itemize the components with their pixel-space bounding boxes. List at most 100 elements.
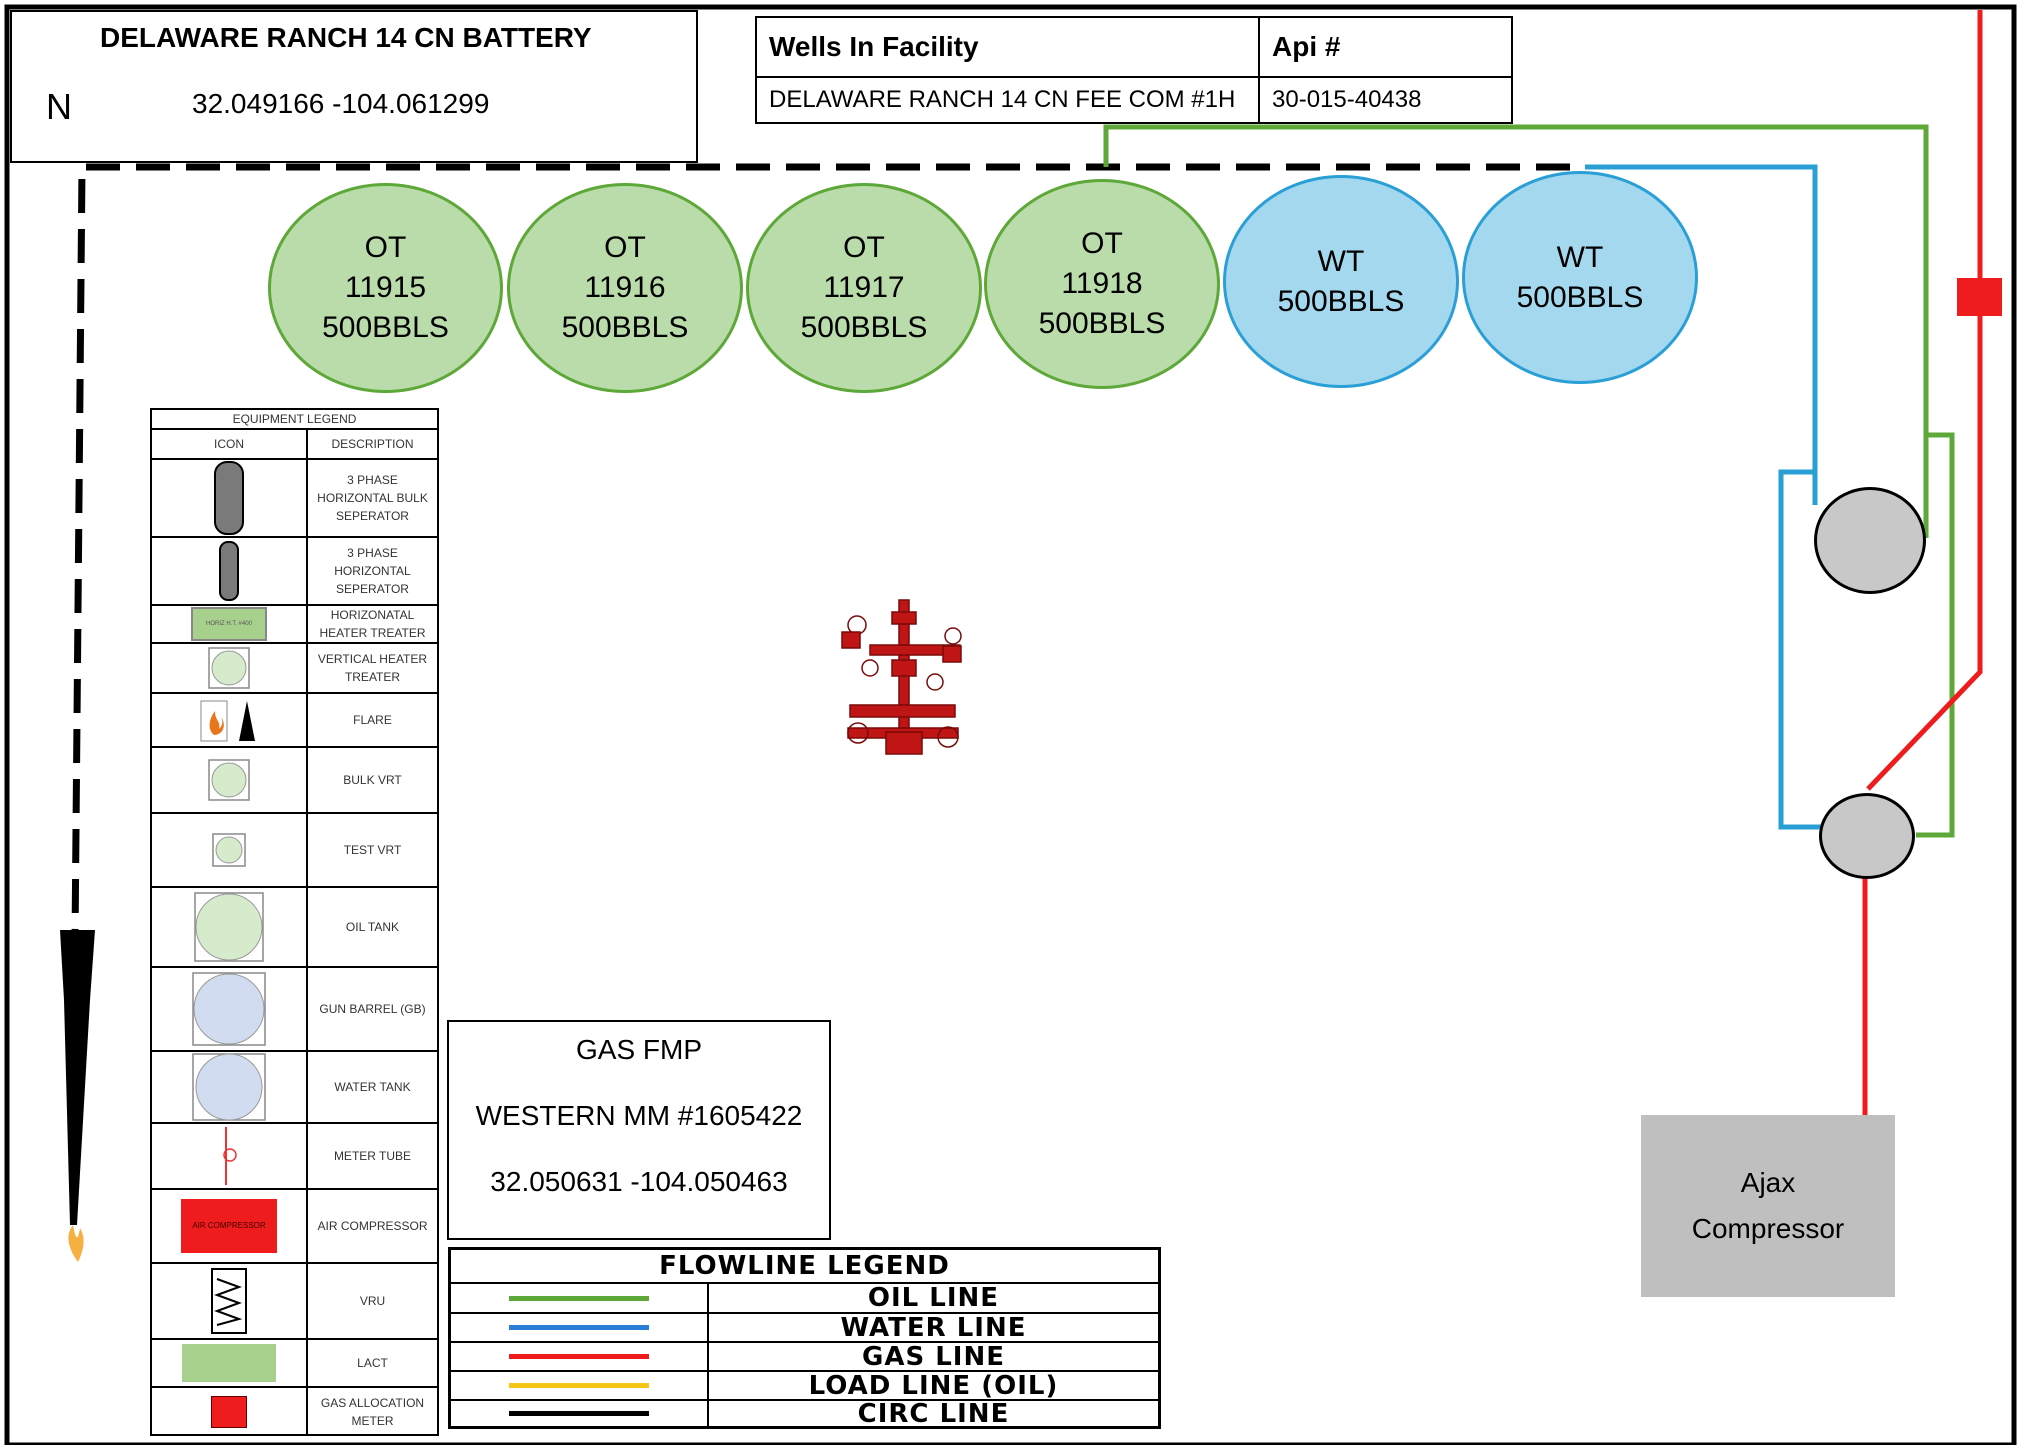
legend-row: VERTICAL HEATER TREATER	[152, 642, 437, 692]
heater-treater-icon-text: HORIZ H.T. #400	[191, 607, 267, 641]
circ-line-swatch	[451, 1401, 709, 1426]
page-border	[4, 4, 2017, 1445]
oil-line-to-separator	[1103, 124, 1929, 538]
gas-allocation-meter	[1957, 278, 2002, 316]
legend-row: 3 PHASE HORIZONTAL SEPERATOR	[152, 536, 437, 604]
equipment-legend: EQUIPMENT LEGEND ICON DESCRIPTION 3 PHAS…	[150, 408, 439, 1436]
separator	[1814, 487, 1926, 594]
facility-coordinates: 32.049166 -104.061299	[192, 88, 490, 119]
meter-tube-icon	[152, 1124, 308, 1188]
tank-capacity: 500BBLS	[1516, 280, 1644, 314]
three-phase-bulk-separator-icon	[152, 460, 308, 536]
water-tank-icon	[152, 1052, 308, 1122]
flowline-label: GAS LINE	[861, 1341, 1005, 1372]
wells-table: Wells In Facility Api # DELAWARE RANCH 1…	[755, 16, 1513, 124]
flowline-legend-row: OIL LINE	[451, 1282, 1158, 1313]
tank-type: WT	[1317, 244, 1365, 278]
legend-row: FLARE	[152, 692, 437, 746]
legend-row: 3 PHASE HORIZONTAL BULK SEPERATOR	[152, 458, 437, 536]
flare-flame-icon	[68, 1225, 84, 1262]
tank-capacity: 500BBLS	[1277, 284, 1405, 318]
legend-row: TEST VRT	[152, 812, 437, 886]
water-tank: WT 500BBLS	[1462, 171, 1698, 384]
water-tank: WT 500BBLS	[1223, 175, 1459, 388]
tank-type: OT	[843, 231, 885, 264]
equipment-legend-header: ICON DESCRIPTION	[152, 428, 437, 458]
oil-tank-icon	[152, 888, 308, 966]
air-compressor-icon: AIR COMPRESSOR	[152, 1190, 308, 1262]
air-compressor-icon-text: AIR COMPRESSOR	[181, 1199, 277, 1253]
water-line-to-separator	[1585, 164, 1818, 505]
legend-row: OIL TANK	[152, 886, 437, 966]
compressor-label-line1: Ajax	[1740, 1167, 1796, 1198]
flowline-legend-row: CIRC LINE	[451, 1398, 1158, 1429]
legend-desc: VRU	[359, 1294, 386, 1308]
tank-capacity: 500BBLS	[561, 311, 689, 344]
gun-barrel-icon	[152, 968, 308, 1050]
legend-row: BULK VRT	[152, 746, 437, 812]
legend-row: WATER TANK	[152, 1050, 437, 1122]
oil-tank: OT 11917 500BBLS	[746, 183, 982, 393]
legend-desc: AIR COMPRESSOR	[317, 1219, 428, 1233]
vertical-heater-treater-icon	[152, 644, 308, 692]
legend-col-desc: DESCRIPTION	[331, 437, 414, 451]
flowline-label: CIRC LINE	[857, 1398, 1010, 1429]
flowline-label: WATER LINE	[840, 1312, 1027, 1343]
lact-icon	[152, 1340, 308, 1386]
oil-line-swatch	[451, 1284, 709, 1312]
legend-desc: TEST VRT	[343, 843, 402, 857]
legend-desc: LACT	[357, 1356, 388, 1370]
wells-header-well: Wells In Facility	[757, 18, 1260, 78]
legend-col-icon: ICON	[152, 430, 308, 458]
legend-row: VRU	[152, 1262, 437, 1338]
north-label: N	[46, 86, 72, 127]
well-api: 30-015-40438	[1272, 86, 1422, 113]
well-name: DELAWARE RANCH 14 CN FEE COM #1H	[757, 78, 1260, 122]
oil-tank: OT 11916 500BBLS	[507, 183, 743, 393]
oil-tank: OT 11915 500BBLS	[268, 183, 503, 393]
tank-type: OT	[604, 231, 646, 264]
gas-line-swatch	[451, 1343, 709, 1370]
tank-number: 11915	[344, 271, 427, 304]
facility-name: DELAWARE RANCH 14 CN BATTERY	[100, 22, 592, 53]
legend-row: LACT	[152, 1338, 437, 1386]
flowline-legend-row: GAS LINE	[451, 1341, 1158, 1372]
tank-number: 11916	[584, 271, 666, 304]
gas-fmp-title: GAS FMP	[575, 1034, 702, 1065]
legend-desc: METER TUBE	[333, 1149, 412, 1163]
legend-row: AIR COMPRESSOR AIR COMPRESSOR	[152, 1188, 437, 1262]
tank-type: WT	[1556, 240, 1604, 274]
gas-allocation-meter-icon	[152, 1388, 308, 1436]
tank-capacity: 500BBLS	[800, 311, 928, 344]
tank-capacity: 500BBLS	[1038, 307, 1166, 340]
gas-line-sales	[1866, 10, 1983, 791]
legend-desc: OIL TANK	[345, 920, 400, 934]
wellhead-icon	[841, 599, 962, 755]
legend-row: HORIZ H.T. #400 HORIZONATAL HEATER TREAT…	[152, 604, 437, 642]
facility-title-block: DELAWARE RANCH 14 CN BATTERY 32.049166 -…	[10, 10, 698, 163]
water-line-swatch	[451, 1314, 709, 1341]
tank-type: OT	[1081, 227, 1123, 260]
legend-desc: BULK VRT	[343, 773, 402, 787]
gas-fmp-box: GAS FMP WESTERN MM #1605422 32.050631 -1…	[447, 1020, 831, 1240]
legend-desc: FLARE	[353, 713, 392, 727]
flare-stack-icon	[60, 930, 95, 1225]
legend-row: METER TUBE	[152, 1122, 437, 1188]
load-line-swatch	[451, 1372, 709, 1399]
gas-fmp-coordinates: 32.050631 -104.050463	[490, 1166, 788, 1197]
legend-row: GUN BARREL (GB)	[152, 966, 437, 1050]
oil-line-loop	[1916, 432, 1955, 838]
bulk-vrt-icon	[152, 748, 308, 812]
legend-desc: GUN BARREL (GB)	[319, 1002, 426, 1016]
vru-icon	[152, 1264, 308, 1338]
separator	[1819, 793, 1915, 879]
legend-desc: HORIZONATAL HEATER TREATER	[319, 608, 426, 640]
legend-desc: GAS ALLOCATION METER	[320, 1396, 425, 1428]
facility-boundary	[71, 163, 1570, 941]
equipment-legend-title: EQUIPMENT LEGEND	[232, 412, 357, 426]
legend-desc: VERTICAL HEATER TREATER	[317, 652, 428, 684]
flowline-legend-title: FLOWLINE LEGEND	[659, 1251, 950, 1281]
tank-number: 11917	[823, 271, 905, 304]
water-line-loop	[1778, 469, 1824, 830]
